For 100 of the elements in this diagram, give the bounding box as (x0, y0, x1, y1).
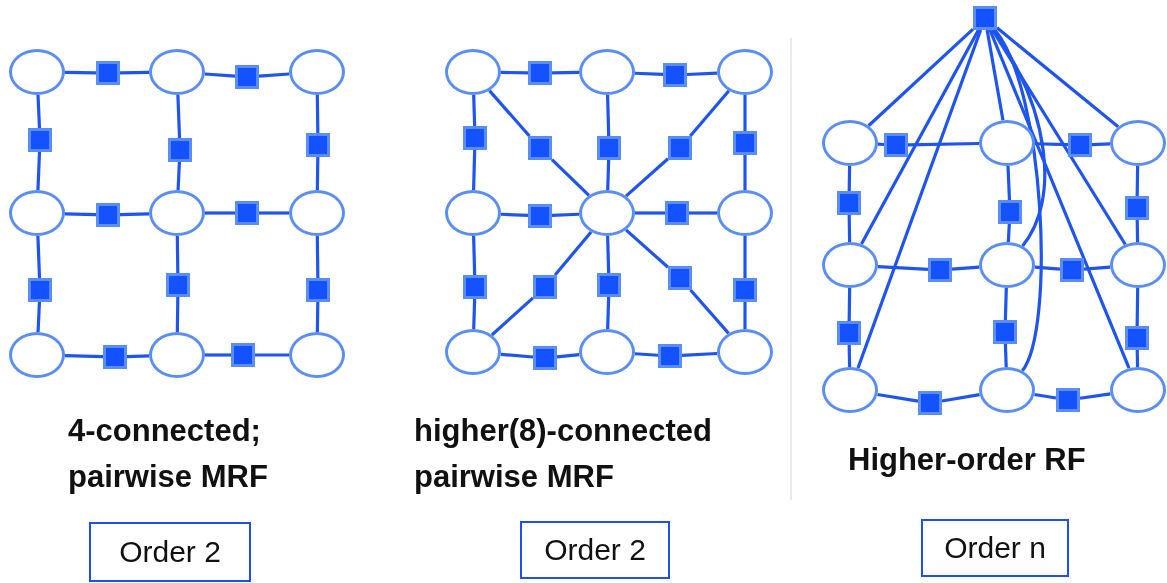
connector-line (606, 235, 611, 274)
connector-line (205, 353, 231, 357)
connector-line (847, 344, 852, 368)
variable-ellipse (149, 332, 205, 378)
variable-ellipse (822, 120, 878, 166)
connector-line (635, 211, 665, 215)
connector-line (743, 302, 747, 329)
order-label: Order 2 (544, 533, 646, 567)
variable-ellipse (979, 242, 1035, 288)
connector-line (500, 212, 529, 218)
connector-line (1083, 265, 1111, 271)
connector-line (500, 352, 534, 359)
factor-square (96, 203, 120, 227)
variable-ellipse (149, 49, 205, 95)
connector-line (119, 212, 150, 217)
connector-line (472, 235, 477, 276)
connector-line (606, 296, 611, 330)
connector-line (175, 235, 180, 274)
connector-line (258, 72, 290, 78)
connector-line (941, 393, 980, 403)
connector-line (472, 149, 477, 191)
graph-caption: 4-connected; pairwise MRF (68, 412, 269, 496)
factor-square (28, 278, 52, 302)
order-box (921, 519, 1069, 577)
connector-line (64, 354, 104, 359)
connector-line (36, 94, 42, 129)
factor-square (918, 391, 942, 415)
connector-line (488, 89, 531, 138)
factor-square (235, 65, 259, 89)
connector-line (1091, 142, 1111, 147)
connector-line (743, 155, 747, 190)
factor-square (733, 131, 757, 155)
factor-square (235, 201, 259, 225)
factor-square (1125, 196, 1149, 220)
connector-line (175, 296, 180, 333)
connector-line (550, 158, 591, 197)
factor-square (668, 136, 692, 160)
connector-line (1034, 392, 1057, 400)
connector-line (315, 156, 320, 191)
factor-square (597, 136, 621, 160)
factor-square (1125, 326, 1149, 350)
variable-ellipse (979, 367, 1035, 413)
factor-square (1056, 388, 1080, 412)
connector-line (315, 301, 320, 333)
variable-ellipse (822, 367, 878, 413)
variable-ellipse (979, 120, 1035, 166)
connector-line (681, 351, 718, 357)
connector-line (867, 27, 975, 127)
factor-square (1060, 258, 1084, 282)
factor-square (665, 201, 689, 225)
variable-ellipse (9, 49, 65, 95)
factor-square (306, 278, 330, 302)
order-box (89, 522, 251, 582)
variable-ellipse (445, 329, 501, 375)
connector-line (1006, 223, 1011, 243)
connector-line (689, 89, 731, 138)
factor-square (168, 138, 192, 162)
variable-ellipse (717, 49, 773, 95)
connector-line (634, 71, 664, 77)
factor-square (166, 273, 190, 297)
connector-line (985, 29, 1005, 121)
variable-ellipse (1110, 367, 1166, 413)
variable-ellipse (9, 190, 65, 236)
connector-line (1135, 349, 1140, 368)
connector-line (847, 214, 852, 243)
connector-line (1135, 287, 1140, 327)
connector-line (553, 230, 593, 277)
factor-square (663, 63, 687, 87)
factor-square (528, 136, 552, 160)
variable-ellipse (149, 190, 205, 236)
connector-line (996, 26, 1120, 128)
connector-line (315, 235, 320, 278)
connector-line (36, 301, 42, 333)
connector-line (255, 353, 289, 357)
connector-line (624, 228, 670, 269)
factor-square (998, 200, 1022, 224)
connector-line (36, 235, 42, 279)
connector-line (204, 72, 236, 78)
connector-line (689, 211, 717, 215)
connector-line (315, 94, 320, 134)
connector-line (606, 94, 611, 137)
graph-caption: Higher-order RF (848, 441, 1087, 479)
order-label: Order n (944, 531, 1046, 565)
variable-ellipse (445, 190, 501, 236)
connector-line (907, 141, 980, 147)
connector-line (847, 287, 852, 322)
factor-square (837, 191, 861, 215)
factor-square (28, 128, 52, 152)
factor-square (973, 6, 997, 30)
connector-line (1006, 165, 1012, 201)
variable-ellipse (717, 190, 773, 236)
connector-line (856, 29, 983, 369)
factor-square (993, 320, 1017, 344)
connector-line (991, 29, 1127, 246)
connector-line (551, 212, 580, 218)
factor-square (306, 133, 330, 157)
connector-line (689, 288, 730, 335)
factor-square (463, 275, 487, 299)
connector-line (606, 159, 611, 191)
factor-square (231, 343, 255, 367)
